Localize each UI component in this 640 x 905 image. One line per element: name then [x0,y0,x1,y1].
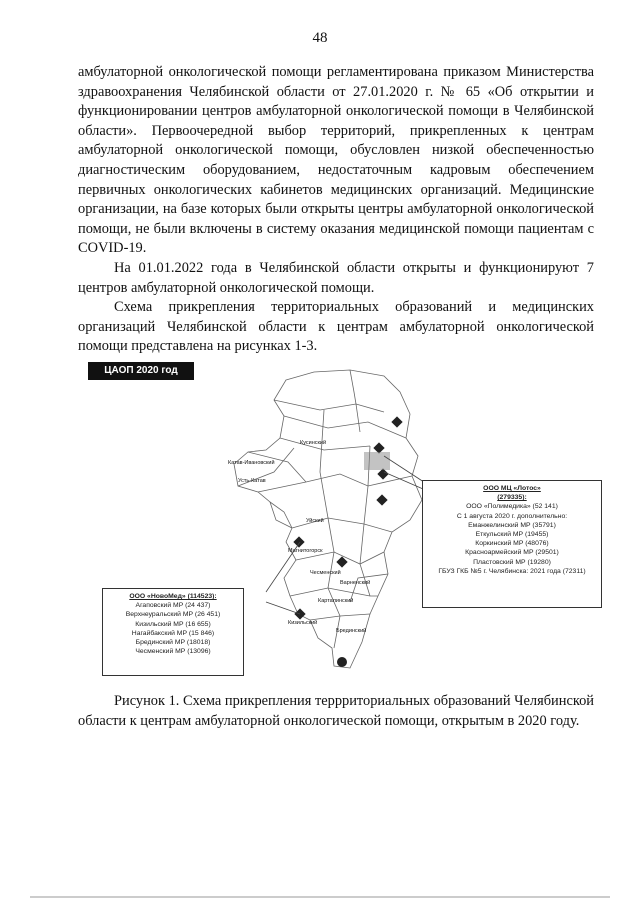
page-number: 48 [312,30,328,46]
center-marker [376,494,388,506]
callout-item: Брединский МР (18018) [135,639,211,647]
callout-item: Верхнеуральский МР (26 451) [125,611,221,619]
callout-leader [265,541,301,593]
center-marker [337,657,347,667]
district-border [237,447,295,487]
callout-item: Пластовский МР (19280) [473,558,551,566]
map-label: Кусинский [300,439,326,446]
district-border [257,473,413,493]
map-label: Варненский [340,579,370,586]
paragraph: Схема прикрепления территориальных образ… [78,299,594,355]
figure-tag: ЦАОП 2020 год [88,362,194,380]
paragraph: На 01.01.2022 года в Челябинской области… [78,259,594,296]
map-label: Карталинский [318,597,353,604]
callout-item: Кизильский МР (16 655) [135,620,211,628]
district-border [359,445,371,597]
map-figure: ЦАОП 2020 год [88,352,602,680]
district-border [283,415,407,439]
center-marker [293,536,305,548]
region-outline [233,369,423,669]
callout-novomed: ООО «НовоМед» (114523): Агаповский МР (2… [102,588,244,676]
map-label: Брединский [336,627,366,634]
callout-item: Агаповский МР (24 437) [135,602,211,610]
caption-text: Рисунок 1. Схема прикрепления террритори… [78,693,594,729]
callout-item: Еманжелинский МР (35791) [468,521,556,529]
figure-caption: Рисунок 1. Схема прикрепления террритори… [78,692,594,731]
district-border [349,369,361,433]
map-label: Чесменский [310,569,341,576]
callout-count: (279335): [497,494,527,502]
district-border [295,551,385,565]
district-border [291,517,393,533]
highlighted-district [364,452,390,470]
page-bottom-rule [30,896,610,898]
map-label: Кизильский [288,619,317,626]
callout-title: ООО «НовоМед» (114523): [129,593,217,600]
callout-lotos: ООО МЦ «Лотос» (279335): ООО «Полимедика… [422,480,602,608]
map-label: Катав-Ивановский [228,459,275,466]
callout-item: Красноармейский МР (29501) [465,549,559,557]
map-label: Усть-Катав [238,478,266,484]
center-marker [373,442,385,454]
paragraph: амбулаторной онкологической помощи регла… [78,64,594,257]
callout-item: С 1 августа 2020 г. дополнительно: [456,512,568,520]
callout-title: ООО МЦ «Лотос» [483,485,541,492]
center-marker [377,468,389,480]
callout-item: ГБУЗ ГКБ №5 г. Челябинска: 2021 года (72… [438,567,586,575]
district-border [247,451,307,483]
region-map: Катав-Ивановский Усть-Катав Кусинский Ка… [228,369,431,669]
map-label: Магнитогорск [288,548,323,554]
district-border [273,399,385,413]
callout-item: Чесменский МР (13096) [135,648,211,656]
callout-item: Коркинский МР (48076) [475,540,549,548]
district-border [279,437,371,451]
callout-leader [265,601,301,615]
district-border [289,587,378,597]
district-border [319,409,341,649]
district-border [269,501,293,529]
callout-item: Нагайбакский МР (15 846) [131,629,215,637]
callout-item: ООО «Полимедика» (52 141) [466,503,558,511]
center-marker [336,556,348,568]
callout-item: Еткульский МР (19455) [475,531,549,539]
map-label: Уйский [306,517,324,524]
center-marker [391,416,403,428]
district-border [349,573,389,603]
body-text: амбулаторной онкологической помощи регла… [78,63,594,357]
